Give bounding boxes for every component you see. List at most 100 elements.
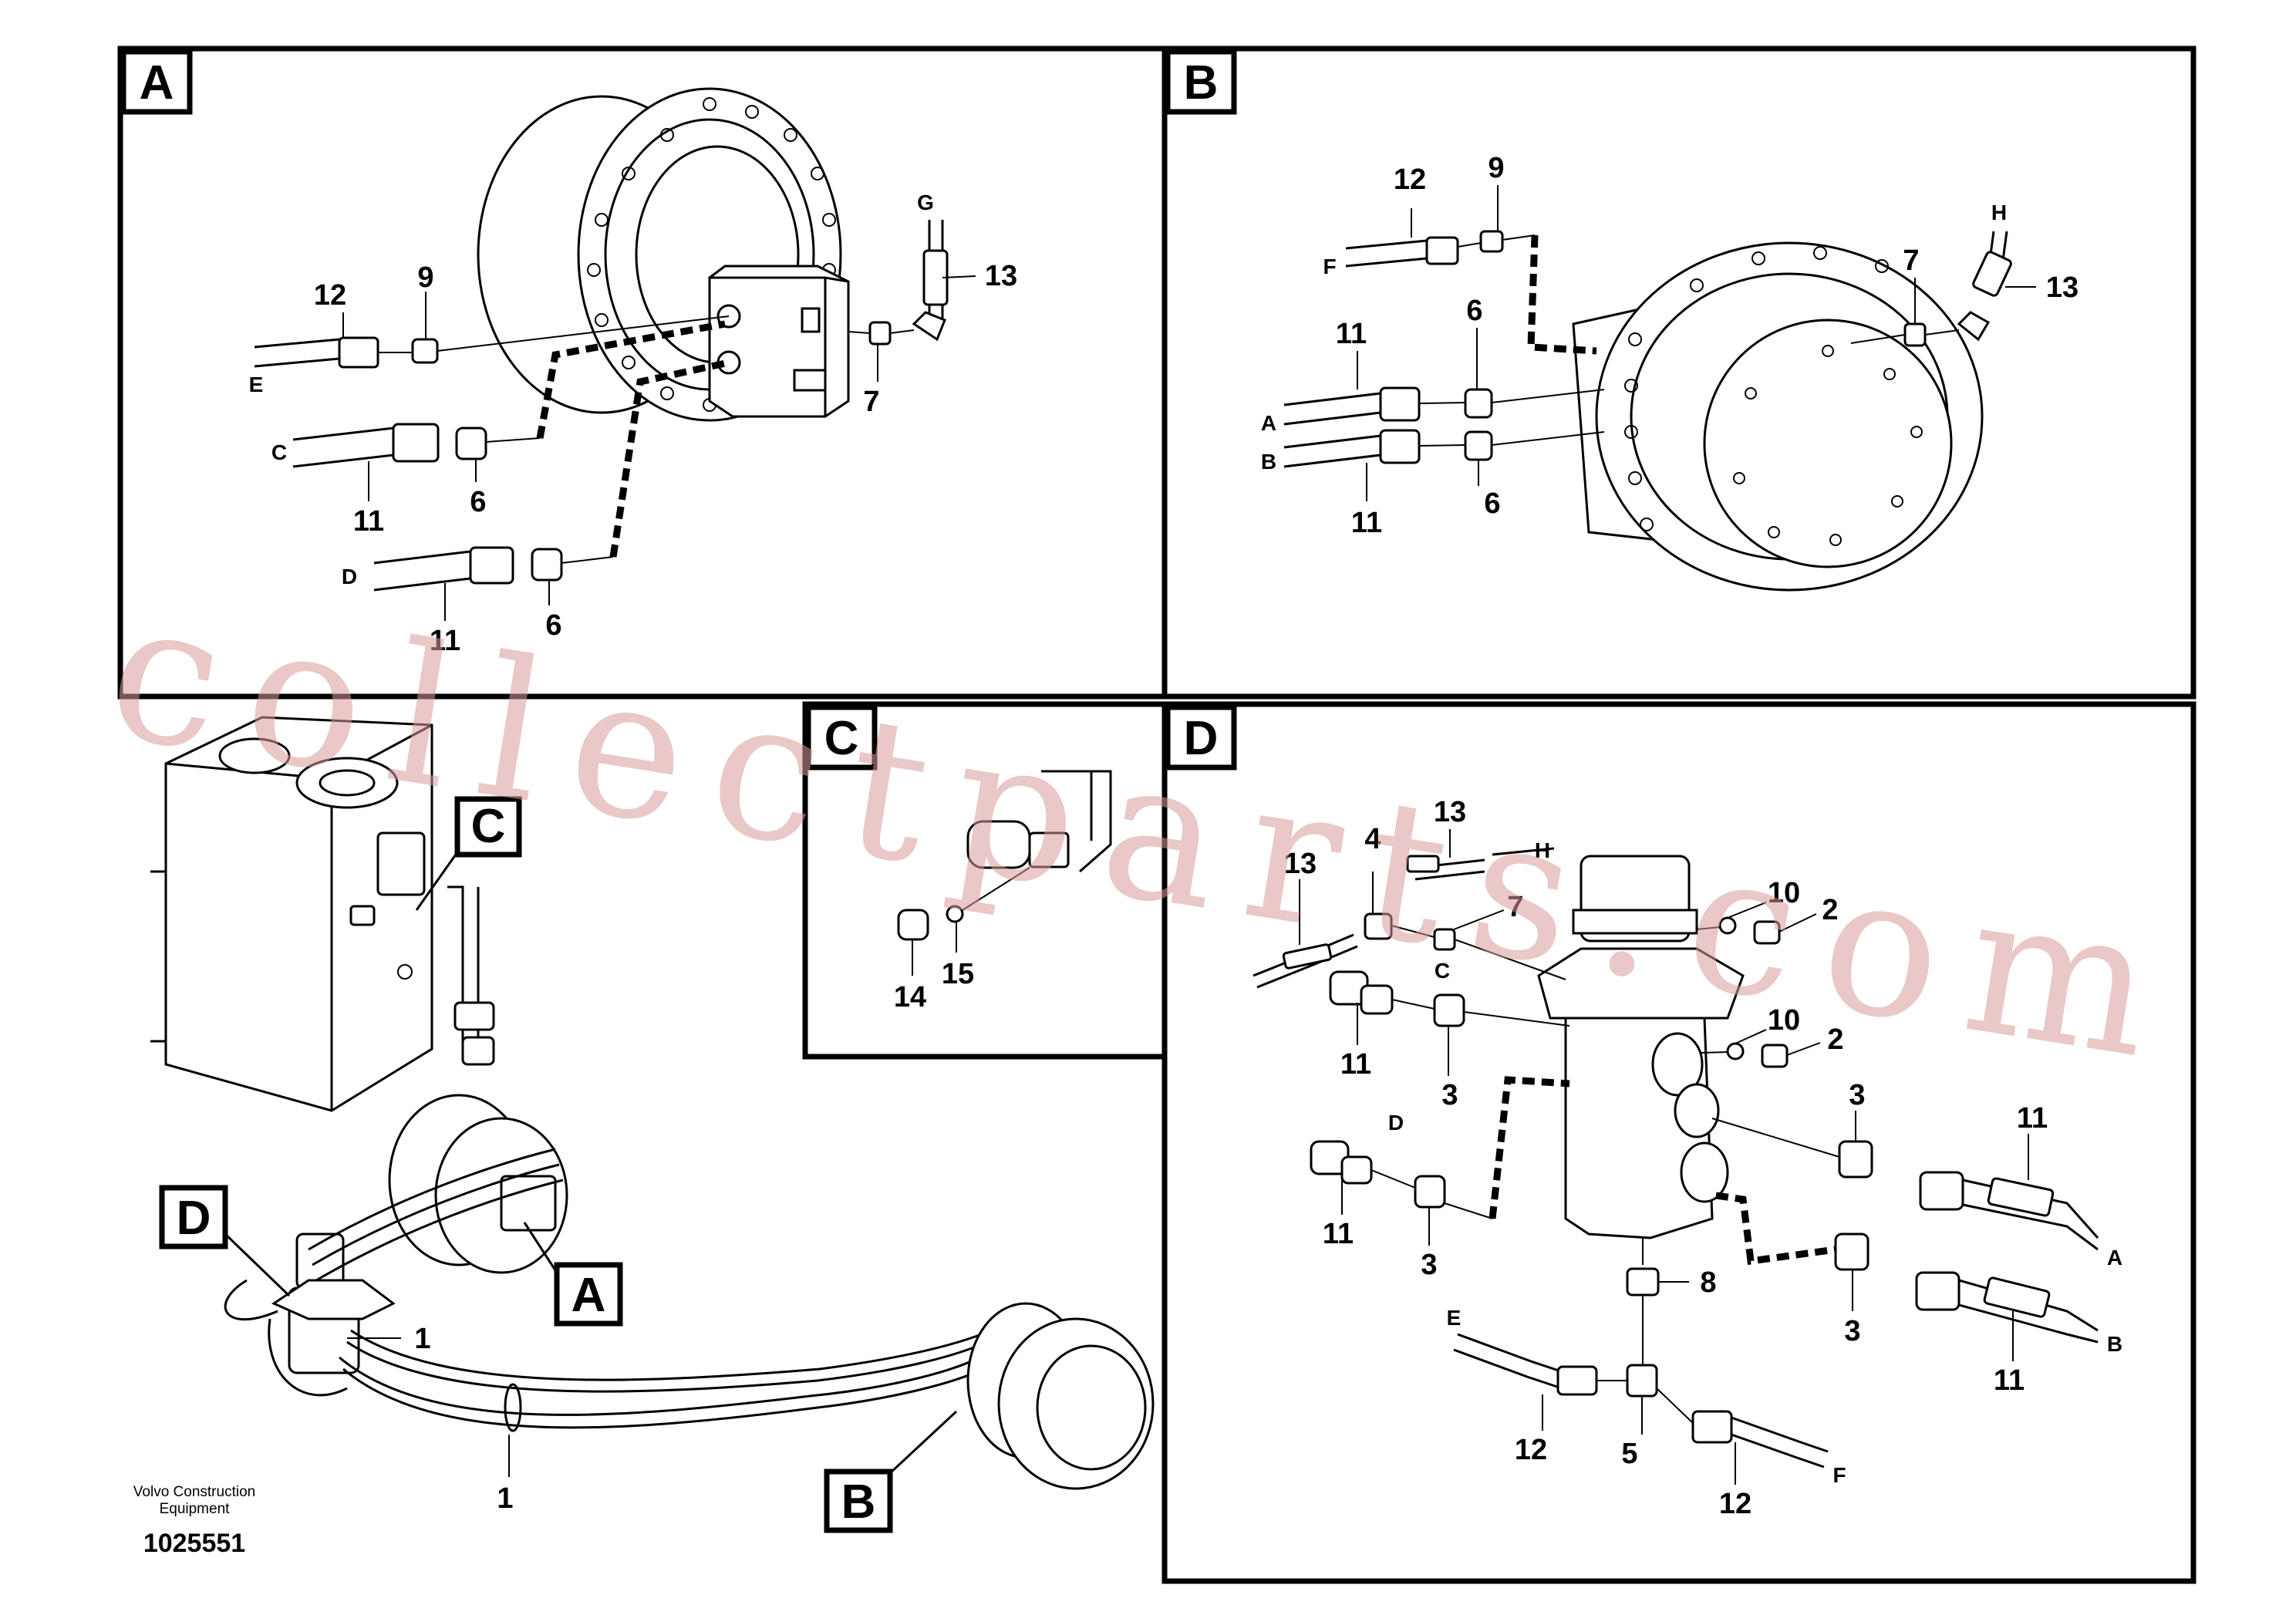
- callout-d-10-upper: 10: [1768, 877, 1800, 909]
- adapter-b-9: [1479, 230, 1504, 253]
- overview-callout-1-upper: 1: [414, 1323, 430, 1355]
- panel-d-drawing: H C D E F A B 13 4 13 7 10 2 10 2 11 3 1…: [1253, 796, 2122, 1520]
- panel-c-drawing: 14 15: [894, 770, 1112, 1013]
- adapter-b-6-lower: [1464, 430, 1493, 461]
- panel-b-tag: B: [1165, 49, 1237, 115]
- hose-letter-f: F: [1323, 255, 1336, 278]
- plug-2-lower: [1761, 1044, 1789, 1068]
- callout-b-13: 13: [2046, 271, 2079, 304]
- hose-fitting-d-b: [1915, 1271, 1961, 1311]
- hose-fitting-c: [392, 423, 440, 463]
- callout-c-15: 15: [942, 958, 974, 990]
- footer-doc-number: 1025551: [143, 1529, 245, 1558]
- callout-d-8: 8: [1700, 1266, 1716, 1299]
- panel-d-frame: [1161, 701, 2197, 1584]
- hose-fitting-d-a: [1919, 1171, 1964, 1211]
- callout-b-9: 9: [1488, 152, 1504, 184]
- panel-a-drawing: E C D G 12 9 11 6 11 6 7 13: [249, 87, 1017, 657]
- motor-b-flange-bolts: [1624, 246, 1889, 531]
- hose-letter-d-c: C: [1435, 959, 1450, 983]
- callout-a-6-upper: 6: [470, 486, 486, 518]
- adapter-b-7: [1903, 322, 1927, 347]
- footer-company-line2: Equipment: [160, 1501, 231, 1517]
- hose-letter-g: G: [917, 191, 934, 214]
- callout-d-3-right-upper: 3: [1849, 1079, 1865, 1111]
- callout-a-12: 12: [314, 279, 346, 312]
- adapter-7: [868, 321, 892, 346]
- callout-b-12: 12: [1394, 164, 1426, 196]
- callout-a-6-lower: 6: [545, 609, 561, 642]
- callout-b-7: 7: [1903, 244, 1919, 277]
- panel-d-tag-label: D: [1184, 712, 1219, 765]
- hose-letter-h: H: [1991, 201, 2007, 224]
- motor-valve-block: [708, 265, 850, 418]
- hose-fitting-e: [338, 336, 379, 369]
- hose-letter-d-d: D: [1388, 1111, 1404, 1135]
- callout-d-12-left: 12: [1515, 1434, 1547, 1466]
- panel-frames: [117, 46, 2197, 1584]
- callout-a-7: 7: [863, 386, 879, 418]
- panel-d-tag: D: [1165, 704, 1237, 771]
- callout-d-7: 7: [1507, 891, 1523, 923]
- tee-5: [1626, 1364, 1658, 1398]
- hose-letter-d-e: E: [1447, 1306, 1462, 1330]
- callout-d-2-lower: 2: [1827, 1023, 1843, 1056]
- callout-d-2-upper: 2: [1822, 894, 1838, 926]
- callout-b-11-upper: 11: [1336, 318, 1367, 350]
- callout-d-3-lower: 3: [1421, 1249, 1437, 1281]
- overview-tag-d: D: [177, 1192, 211, 1245]
- swivel-flange: [1537, 947, 1745, 1020]
- hose-letter-d-b: B: [2107, 1332, 2122, 1356]
- callout-d-3-right-lower: 3: [1844, 1315, 1860, 1347]
- motor-b-cover: [1703, 319, 1953, 568]
- callout-a-13: 13: [985, 260, 1017, 292]
- panel-b-frame: [1161, 46, 2197, 700]
- panel-c-tag-label: C: [824, 712, 859, 765]
- callout-d-11-right-upper: 11: [2017, 1102, 2048, 1135]
- hose-letter-c: C: [271, 440, 287, 464]
- callout-c-14: 14: [894, 981, 926, 1013]
- seal-15: [946, 905, 964, 923]
- hydraulic-tank: [164, 716, 433, 1112]
- hose-fitting-a: [1379, 386, 1421, 422]
- callout-d-13-top: 13: [1434, 796, 1466, 828]
- panel-c-tag: C: [805, 704, 878, 771]
- overview-tag-c: C: [471, 800, 506, 853]
- panel-b-drawing: F A B H 12 9 11 6 11 6 7 13: [1261, 152, 2079, 592]
- callout-b-11-lower: 11: [1351, 507, 1382, 539]
- adapter-d-3-lower: [1414, 1175, 1446, 1209]
- footer: Volvo Construction Equipment 1025551: [133, 1484, 255, 1558]
- hose-fitting-d: [469, 546, 514, 585]
- overview-callout-1-lower: 1: [497, 1482, 513, 1515]
- adapter-9: [411, 338, 439, 364]
- plug-2-upper: [1753, 920, 1781, 945]
- plug-14: [897, 909, 929, 941]
- callout-d-11-lower: 11: [1323, 1218, 1354, 1250]
- callout-d-11-upper: 11: [1340, 1048, 1371, 1081]
- adapter-6-lower: [531, 548, 563, 582]
- panel-a-tag-label: A: [140, 56, 174, 110]
- callout-d-13-left: 13: [1284, 848, 1317, 880]
- callout-a-11-lower: 11: [430, 625, 460, 657]
- hose-letter-d-h: H: [1535, 838, 1550, 862]
- motor-b-cover-bolts: [1733, 345, 1923, 546]
- hose-letter-d-f: F: [1832, 1463, 1846, 1487]
- adapter-d-3-right-lower: [1834, 1233, 1870, 1271]
- callout-d-3-upper: 3: [1441, 1079, 1458, 1111]
- seal-10-lower: [1726, 1042, 1745, 1061]
- callout-a-11-upper: 11: [353, 505, 384, 538]
- hose-letter-d-a: A: [2107, 1246, 2122, 1270]
- callout-a-9: 9: [417, 261, 433, 294]
- overview-drawing: C D A B 1: [150, 716, 1155, 1533]
- panel-b-tag-label: B: [1184, 56, 1219, 110]
- callout-d-12-right: 12: [1719, 1488, 1752, 1520]
- adapter-d-3-right-upper: [1838, 1140, 1873, 1179]
- callout-d-11-right-lower: 11: [1994, 1364, 2025, 1397]
- hose-letter-b: B: [1261, 450, 1276, 474]
- panel-a-tag: A: [120, 49, 193, 115]
- overview-motor-b: [997, 1317, 1155, 1490]
- hose-letter-e: E: [249, 373, 264, 396]
- hose-fitting-f-d: [1691, 1410, 1733, 1444]
- hose-fitting-f: [1425, 236, 1459, 265]
